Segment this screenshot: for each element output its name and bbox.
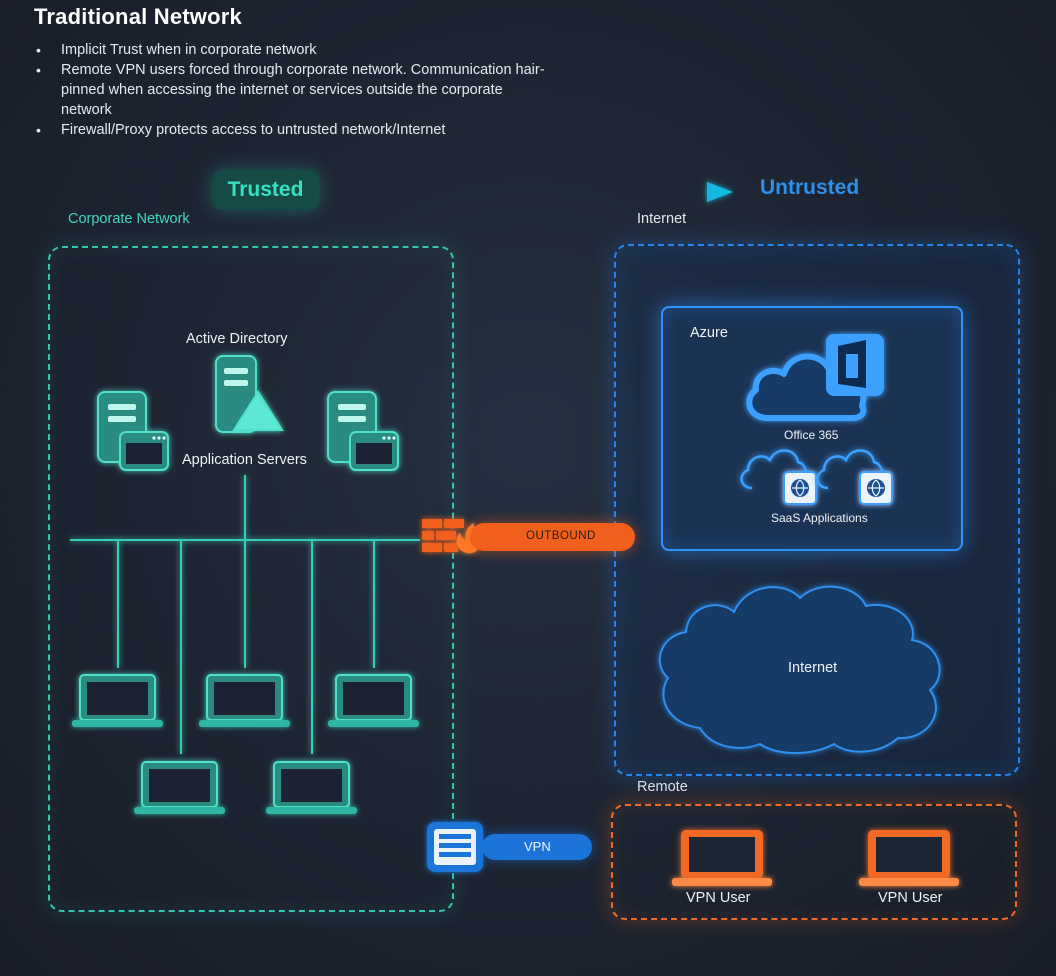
corporate-network-label: Corporate Network bbox=[68, 211, 190, 227]
office-365-label: Office 365 bbox=[784, 428, 839, 442]
active-directory-icon bbox=[215, 355, 284, 433]
bullet-item: Firewall/Proxy protects access to untrus… bbox=[34, 120, 554, 140]
laptop-icon bbox=[328, 674, 419, 727]
azure-label: Azure bbox=[690, 325, 728, 341]
application-server-icon bbox=[97, 391, 169, 471]
vpn-label: VPN bbox=[524, 839, 551, 854]
laptop-icon bbox=[266, 761, 357, 814]
internet-cloud-label: Internet bbox=[788, 660, 838, 676]
bullet-item: Remote VPN users forced through corporat… bbox=[34, 60, 554, 120]
laptop-icon bbox=[199, 674, 290, 727]
corporate-network-lines bbox=[70, 475, 420, 754]
saas-app-icon bbox=[740, 449, 817, 505]
remote-zone bbox=[611, 804, 1017, 920]
active-directory-label: Active Directory bbox=[186, 331, 288, 347]
page-title: Traditional Network bbox=[34, 4, 242, 29]
bullet-list: Implicit Trust when in corporate network… bbox=[34, 40, 554, 140]
internet-cloud-icon bbox=[658, 585, 941, 754]
trusted-label: Trusted bbox=[212, 170, 319, 210]
saas-app-icon bbox=[816, 449, 893, 505]
saas-applications-label: SaaS Applications bbox=[771, 511, 868, 525]
office-365-icon bbox=[746, 334, 884, 421]
outbound-label: OUTBOUND bbox=[526, 530, 596, 542]
vpn-user-label: VPN User bbox=[686, 890, 751, 906]
azure-box bbox=[661, 306, 963, 551]
application-servers-label: Application Servers bbox=[182, 452, 307, 468]
outbound-connection: OUTBOUND bbox=[470, 523, 635, 551]
vpn-user-laptop-icon bbox=[859, 830, 959, 886]
untrusted-label: Untrusted bbox=[760, 176, 860, 199]
laptop-icon bbox=[72, 674, 163, 727]
laptop-icon bbox=[134, 761, 225, 814]
remote-zone-label: Remote bbox=[637, 779, 688, 795]
vpn-user-label: VPN User bbox=[878, 890, 943, 906]
trust-arrow bbox=[340, 182, 733, 202]
corporate-network-zone bbox=[48, 246, 454, 912]
internet-zone-label: Internet bbox=[637, 211, 687, 227]
vpn-gateway-icon bbox=[427, 822, 483, 872]
application-server-icon bbox=[327, 391, 399, 471]
vpn-user-laptop-icon bbox=[672, 830, 772, 886]
bullet-item: Implicit Trust when in corporate network bbox=[34, 40, 554, 60]
vpn-connection: VPN bbox=[482, 834, 592, 860]
